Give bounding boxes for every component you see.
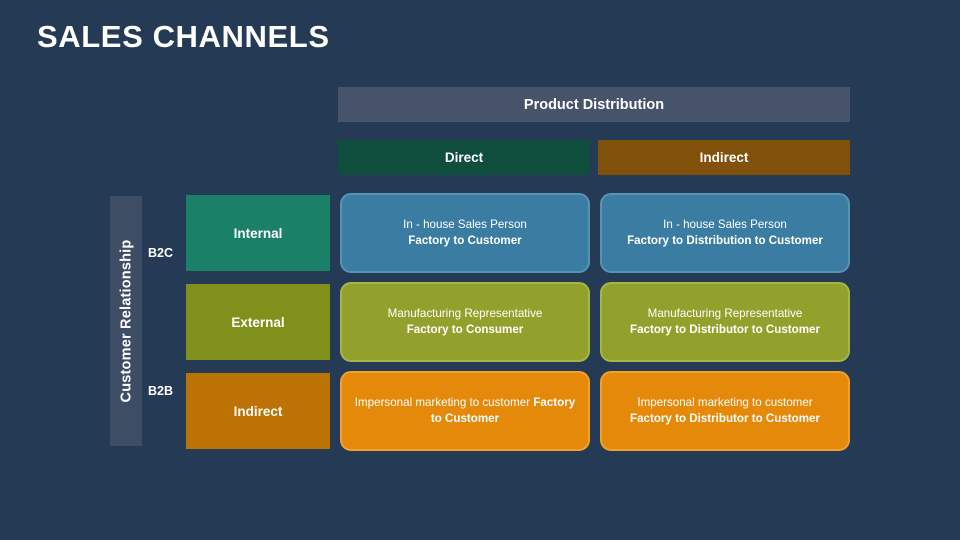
matrix-cell-line-2: Factory to Distributor to Customer — [629, 412, 821, 425]
row-label-indirect: Indirect — [186, 373, 330, 449]
matrix-cell-line-1: Manufacturing Representative — [647, 307, 803, 321]
row-axis-label: Customer Relationship — [118, 239, 135, 403]
column-header-indirect-label: Indirect — [699, 150, 749, 165]
row-label-indirect-text: Indirect — [233, 403, 283, 419]
matrix-cell-internal-direct[interactable]: In - house Sales Person Factory to Custo… — [340, 193, 590, 273]
matrix-cell-external-indirect[interactable]: Manufacturing Representative Factory to … — [600, 282, 850, 362]
matrix-cell-line-1: Impersonal marketing to customer — [637, 396, 813, 410]
matrix-cell-line-1: In - house Sales Person — [403, 218, 527, 232]
matrix-cell-line-2: Factory to Customer — [408, 234, 522, 247]
column-header-direct-label: Direct — [444, 150, 484, 165]
page-title: SALES CHANNELS — [37, 19, 330, 54]
column-header-indirect: Indirect — [598, 140, 850, 175]
matrix-cell-line-2: Factory to Consumer — [406, 323, 524, 336]
matrix-cell-line-2: Factory to Distributor to Customer — [629, 323, 821, 336]
column-group-header-label: Product Distribution — [523, 96, 665, 113]
row-label-internal: Internal — [186, 195, 330, 271]
matrix-cell-line-1: Impersonal marketing to customer — [354, 396, 534, 410]
row-axis-bar-customer-relationship: Customer Relationship — [110, 196, 142, 446]
column-header-direct: Direct — [338, 140, 590, 175]
row-label-internal-text: Internal — [233, 225, 283, 241]
matrix-cell-indirect-indirect[interactable]: Impersonal marketing to customer Factory… — [600, 371, 850, 451]
segment-marker-b2b: B2B — [148, 384, 174, 398]
segment-marker-b2c: B2C — [148, 246, 174, 260]
matrix-cell-line-1: In - house Sales Person — [663, 218, 787, 232]
matrix-cell-internal-indirect[interactable]: In - house Sales Person Factory to Distr… — [600, 193, 850, 273]
row-label-external-text: External — [231, 314, 285, 330]
column-group-header-product-distribution: Product Distribution — [338, 87, 850, 122]
matrix-cell-text: Impersonal marketing to customer Factory… — [352, 395, 578, 426]
matrix-cell-indirect-direct[interactable]: Impersonal marketing to customer Factory… — [340, 371, 590, 451]
matrix-cell-external-direct[interactable]: Manufacturing Representative Factory to … — [340, 282, 590, 362]
matrix-cell-line-2: Factory to Distribution to Customer — [627, 234, 823, 247]
row-label-external: External — [186, 284, 330, 360]
matrix-cell-line-2: Factory to Customer — [430, 396, 576, 425]
matrix-cell-line-1: Manufacturing Representative — [387, 307, 543, 321]
